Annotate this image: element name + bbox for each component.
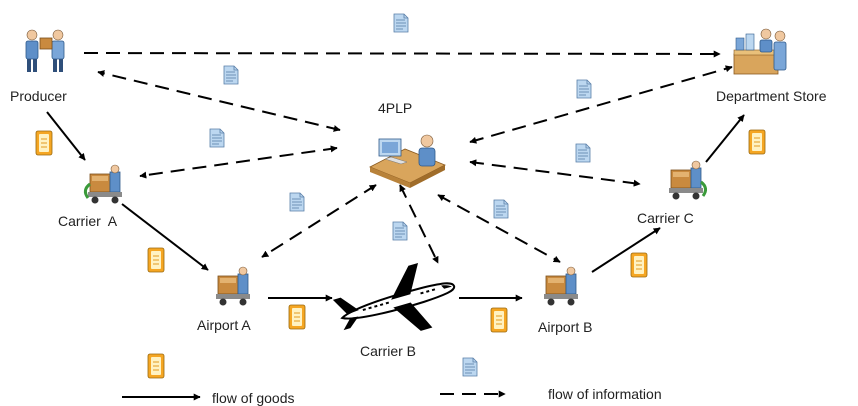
carrier-c-recycle-arrow — [700, 180, 708, 197]
carrier-a-recycle-arrow — [83, 182, 91, 199]
airport-b-label: Airport B — [538, 319, 593, 335]
airport-b-forklift-icon — [543, 266, 579, 306]
4plp-desk-icon — [369, 134, 446, 188]
info-link-4plp-airport-a — [261, 184, 377, 258]
producer-label: Producer — [10, 88, 67, 104]
document-icon — [209, 128, 225, 148]
document-icon — [392, 221, 408, 241]
info-link-4plp-carrier-c — [469, 159, 641, 187]
info-link-producer-department — [83, 50, 721, 58]
department-store-label: Department Store — [716, 88, 827, 104]
legend-information-label: flow of information — [548, 386, 662, 402]
document-icon — [393, 13, 409, 33]
info-link-4plp-department — [469, 65, 733, 144]
airport-a-forklift-icon — [215, 266, 251, 306]
goods-link-carrier-a-airport-a — [121, 203, 209, 271]
info-link-4plp-carrier-b — [399, 184, 439, 264]
product-box-icon — [748, 129, 766, 155]
document-icon — [289, 192, 305, 212]
legend-goods-label: flow of goods — [212, 390, 295, 406]
product-box-icon — [35, 130, 53, 156]
flow-links — [46, 50, 745, 401]
document-icon — [223, 65, 239, 85]
goods-link-airport-b-carrier-c — [591, 227, 661, 273]
airplane-icon — [332, 262, 456, 331]
product-box-icon — [147, 353, 165, 379]
carrier-c-forklift-icon — [668, 160, 704, 200]
info-link-4plp-producer — [97, 70, 341, 132]
product-box-icon — [490, 307, 508, 333]
department-store-icon — [733, 28, 787, 75]
info-link-4plp-airport-b — [437, 194, 561, 263]
document-icon — [575, 143, 591, 163]
carrier-a-forklift-icon — [87, 164, 123, 204]
product-box-icon — [630, 252, 648, 278]
airport-a-label: Airport A — [197, 317, 251, 333]
document-icon — [462, 357, 478, 377]
producer-icon — [25, 29, 65, 72]
carrier-b-label: Carrier B — [360, 343, 417, 359]
info-link-4plp-carrier-a — [139, 145, 338, 179]
goods-link-producer-carrier-a — [46, 111, 86, 161]
product-box-icon — [147, 247, 165, 273]
carrier-c-label: Carrier C — [637, 210, 694, 226]
goods-link-carrier-c-department — [705, 114, 745, 163]
4plp-label: 4PLP — [378, 100, 413, 116]
document-icon — [493, 199, 509, 219]
carrier-a-label: Carrier A — [58, 213, 118, 229]
product-box-icon — [288, 304, 306, 330]
document-icon — [576, 79, 592, 99]
